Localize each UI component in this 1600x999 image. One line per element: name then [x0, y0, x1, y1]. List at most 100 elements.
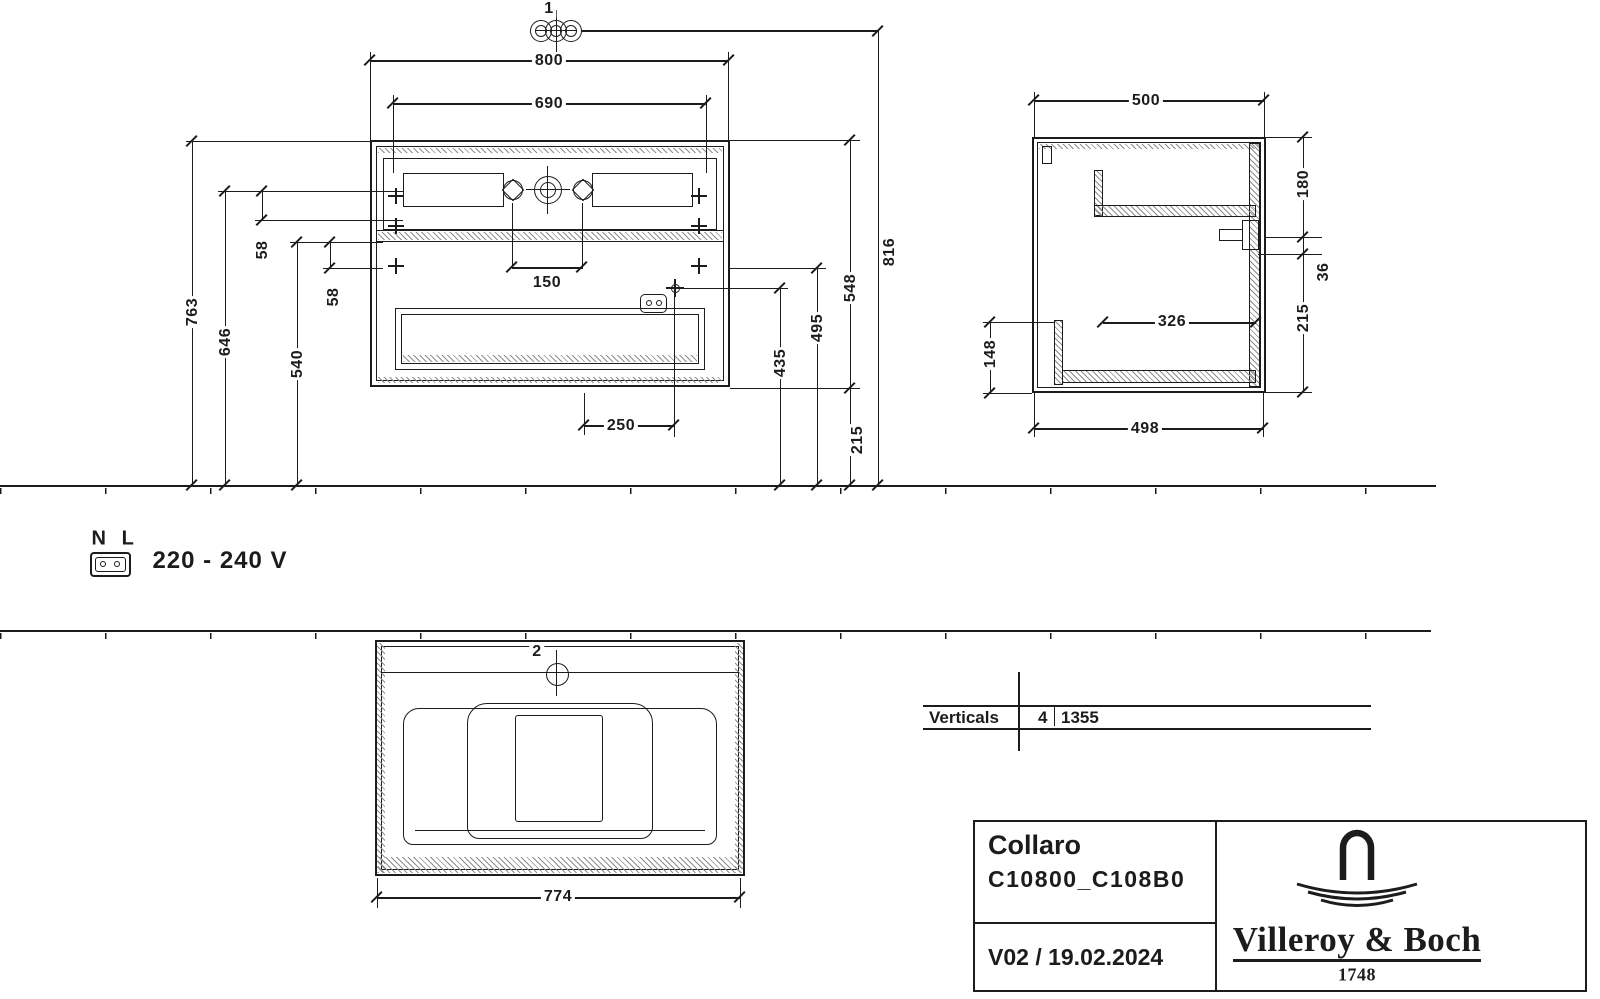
drawer-divider-line	[377, 230, 723, 231]
floor-line-upper	[0, 485, 1436, 487]
leader-line	[582, 30, 879, 32]
centerline	[535, 30, 577, 31]
centerline	[547, 166, 548, 214]
floor-hatch	[0, 488, 1436, 494]
upper-drawer-bottom	[1094, 205, 1256, 217]
dim-label-540: 540	[289, 347, 307, 381]
hatch-band	[735, 643, 743, 873]
fixing-cross	[691, 258, 707, 274]
dim-label-58l: 58	[325, 285, 343, 309]
upper-drawer-front	[383, 158, 717, 230]
floor-hatch	[0, 633, 1431, 639]
dim-label-763: 763	[184, 295, 202, 329]
back-panel	[1249, 143, 1260, 387]
hatch-band	[378, 148, 722, 153]
section-marker-1: 1	[541, 0, 557, 18]
dim-label-816: 816	[881, 235, 899, 269]
live-label: L	[118, 527, 138, 551]
basin-tray-outline	[403, 708, 717, 845]
hatch-band	[378, 377, 722, 383]
fixing-cross	[691, 188, 707, 204]
centerline	[556, 10, 557, 52]
hatch-band	[378, 232, 722, 240]
side-tap-hole-icon	[503, 180, 523, 200]
fixing-cross	[388, 218, 404, 234]
verticals-label: Verticals	[929, 708, 999, 727]
table-centerline	[1018, 672, 1020, 751]
symbol-circle	[535, 25, 547, 37]
series-name: Collaro	[988, 830, 1082, 860]
cabinet-bottom-outline	[375, 640, 745, 876]
front-edge-line	[415, 830, 705, 831]
socket-pin-icon	[114, 561, 120, 567]
dim-label-150: 150	[529, 274, 565, 292]
cabinet-side-inner	[1037, 142, 1261, 388]
version-date: V02 / 19.02.2024	[988, 944, 1164, 970]
lower-drawer-bottom	[1062, 370, 1256, 383]
lower-drawer-panel	[395, 308, 705, 370]
centerline	[526, 189, 570, 190]
dim-label-250: 250	[603, 417, 639, 435]
wall-mount-bracket	[1242, 220, 1259, 250]
lower-drawer-inner	[401, 314, 699, 364]
dim-label-36: 36	[1315, 260, 1333, 284]
socket-pin-icon	[656, 300, 662, 306]
hatch-band	[1039, 144, 1259, 149]
basin-outline	[467, 703, 653, 839]
hanger-bracket	[1042, 146, 1052, 164]
crosshair-ring	[671, 284, 680, 293]
mount-pin	[1219, 229, 1243, 241]
dim-label-800: 800	[531, 52, 567, 70]
symbol-circle	[565, 25, 577, 37]
hatch-band	[378, 857, 742, 873]
cabinet-side-outline	[1032, 137, 1266, 393]
lower-drawer-side	[1054, 320, 1063, 385]
socket-symbol-inner	[95, 557, 126, 572]
verticals-count: 4	[1038, 708, 1048, 727]
dim-label-58u: 58	[254, 238, 272, 262]
hatch-band	[403, 355, 697, 362]
voltage-label: 220 - 240 V	[149, 547, 291, 575]
dim-label-326: 326	[1154, 313, 1190, 331]
drain-crosshair-ring	[546, 663, 569, 686]
title-block-border	[973, 820, 1587, 992]
cabinet-outline	[370, 140, 730, 387]
dim-label-495: 495	[809, 311, 827, 345]
brand-wordmark: Villeroy & Boch	[1232, 920, 1482, 959]
verticals-value: 1355	[1061, 708, 1099, 727]
tap-hole-icon	[534, 176, 562, 204]
dim-label-215f: 215	[849, 423, 867, 457]
fixing-cross	[691, 218, 707, 234]
tap-hole-icon	[540, 182, 556, 198]
product-code: C10800_C108B0	[988, 866, 1186, 892]
table-rule	[923, 705, 1371, 707]
brand-logo-fountain-icon	[1296, 829, 1418, 907]
side-tap-hole-icon	[573, 180, 593, 200]
hatch-band	[377, 643, 385, 873]
brand-year: 1748	[1338, 964, 1376, 985]
dim-label-646: 646	[217, 325, 235, 359]
handle-cutout	[403, 173, 504, 207]
fixing-cross	[388, 188, 404, 204]
dim-label-498: 498	[1127, 420, 1163, 438]
drain-recess-outline	[515, 715, 603, 822]
section-marker-2: 2	[529, 643, 545, 661]
dim-label-148: 148	[982, 337, 1000, 371]
dim-label-548: 548	[842, 271, 860, 305]
fixing-cross	[388, 258, 404, 274]
socket-pin-icon	[646, 300, 652, 306]
dim-label-774: 774	[540, 888, 576, 906]
drawer-divider-line	[377, 241, 723, 242]
dim-label-435: 435	[772, 346, 790, 380]
table-divider	[1054, 707, 1055, 726]
handle-cutout	[592, 173, 693, 207]
socket-icon	[640, 294, 667, 313]
centerline	[534, 672, 580, 673]
dim-label-215s: 215	[1295, 301, 1313, 335]
table-rule	[923, 728, 1371, 730]
title-block-rule	[973, 922, 1217, 924]
socket-symbol	[90, 552, 131, 577]
centerline	[556, 650, 557, 696]
dim-label-690: 690	[531, 95, 567, 113]
